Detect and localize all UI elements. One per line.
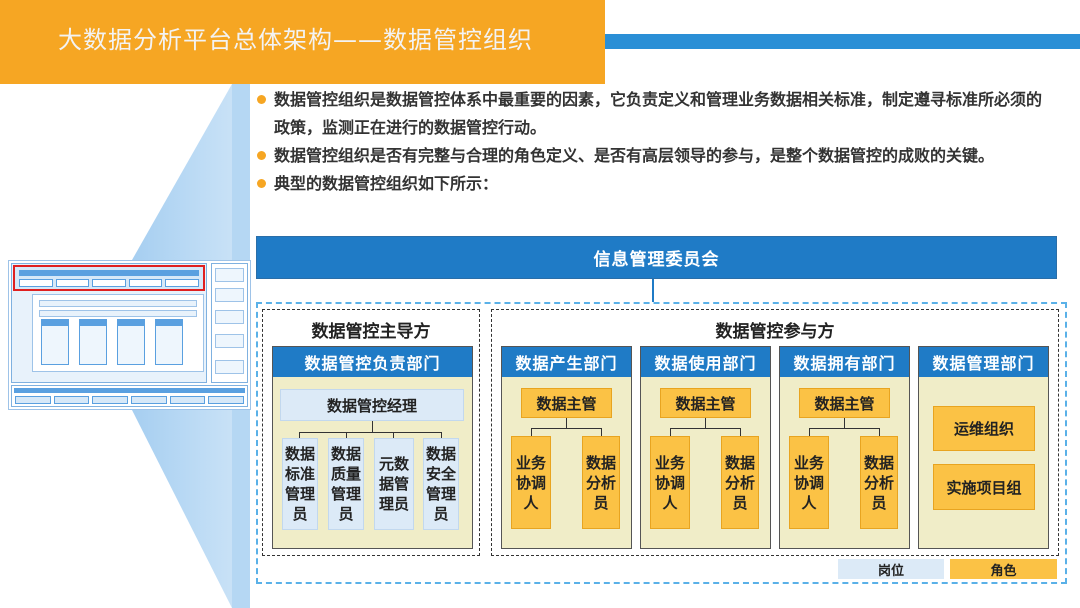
manager-box: 数据管控经理 <box>280 389 464 421</box>
committee-box: 信息管理委员会 <box>256 236 1057 279</box>
user-dept-header: 数据使用部门 <box>641 347 770 377</box>
producer-role-coordinator: 业务 协调 人 <box>511 436 551 529</box>
bullet-dot-icon <box>257 179 266 188</box>
user-role-analyst: 数据 分析 员 <box>721 436 759 529</box>
connector-line <box>441 432 442 438</box>
header-stripe <box>605 34 1080 49</box>
role-standard-admin: 数据 标准 管理 员 <box>282 438 318 530</box>
role-metadata-admin: 元数 据管 理员 <box>374 438 414 530</box>
organization-container <box>256 302 1067 584</box>
role-quality-admin: 数据 质量 管理 员 <box>328 438 364 530</box>
connector-line <box>809 428 879 429</box>
management-dept-header: 数据管理部门 <box>919 347 1048 377</box>
connector-line <box>346 432 347 438</box>
page-title: 大数据分析平台总体架构——数据管控组织 <box>58 26 533 54</box>
connector-line <box>566 418 567 428</box>
connector-line <box>844 418 845 428</box>
bullet-text: 数据管控组织是否有完整与合理的角色定义、是否有高层领导的参与，是整个数据管控的成… <box>274 146 995 165</box>
producer-lead: 数据主管 <box>521 388 612 418</box>
user-role-coordinator: 业务 协调 人 <box>650 436 690 529</box>
connector-line <box>372 421 373 433</box>
owner-role-analyst: 数据 分析 员 <box>860 436 898 529</box>
owner-lead: 数据主管 <box>799 388 890 418</box>
producer-dept-header: 数据产生部门 <box>502 347 631 377</box>
lead-group-title: 数据管控主导方 <box>311 322 431 342</box>
connector-line <box>670 428 740 429</box>
thumbnail-main-panel <box>11 263 207 383</box>
bullet-text: 数据管控组织是数据管控体系中最重要的因素，它负责定义和管理业务数据相关标准，制定… <box>274 90 1043 137</box>
connector-line <box>670 428 671 436</box>
connector-line <box>809 428 810 436</box>
project-team-box: 实施项目组 <box>933 464 1035 510</box>
bullet-text: 典型的数据管控组织如下所示： <box>274 174 499 193</box>
thumbnail-side-panel <box>211 263 248 383</box>
producer-role-analyst: 数据 分析 员 <box>582 436 620 529</box>
header-banner: 大数据分析平台总体架构——数据管控组织 <box>0 0 605 84</box>
connector-line <box>299 432 300 438</box>
owner-role-coordinator: 业务 协调 人 <box>789 436 829 529</box>
connector-line <box>299 432 441 433</box>
bullet-list: 数据管控组织是数据管控体系中最重要的因素，它负责定义和管理业务数据相关标准，制定… <box>256 86 1056 198</box>
thumbnail-highlight-box <box>13 265 205 291</box>
thumbnail-inner-block <box>32 294 204 372</box>
lead-dept-header: 数据管控负责部门 <box>273 347 472 377</box>
participant-group-title: 数据管控参与方 <box>715 322 835 342</box>
owner-dept-header: 数据拥有部门 <box>780 347 909 377</box>
bullet-item: 数据管控组织是否有完整与合理的角色定义、是否有高层领导的参与，是整个数据管控的成… <box>256 142 1056 170</box>
committee-connector <box>652 279 654 302</box>
architecture-thumbnail <box>8 260 251 410</box>
connector-line <box>531 428 601 429</box>
connector-line <box>601 428 602 436</box>
bullet-dot-icon <box>257 151 266 160</box>
thumbnail-bottom-panel <box>11 385 248 407</box>
ops-org-box: 运维组织 <box>933 406 1035 451</box>
bullet-item: 典型的数据管控组织如下所示： <box>256 170 1056 198</box>
legend-post: 岗位 <box>838 559 944 579</box>
legend-role: 角色 <box>950 559 1057 579</box>
bullet-item: 数据管控组织是数据管控体系中最重要的因素，它负责定义和管理业务数据相关标准，制定… <box>256 86 1056 142</box>
connector-line <box>705 418 706 428</box>
connector-line <box>879 428 880 436</box>
connector-line <box>531 428 532 436</box>
bullet-dot-icon <box>257 95 266 104</box>
user-lead: 数据主管 <box>660 388 751 418</box>
connector-line <box>740 428 741 436</box>
connector-line <box>393 432 394 438</box>
role-security-admin: 数据 安全 管理 员 <box>423 438 459 530</box>
